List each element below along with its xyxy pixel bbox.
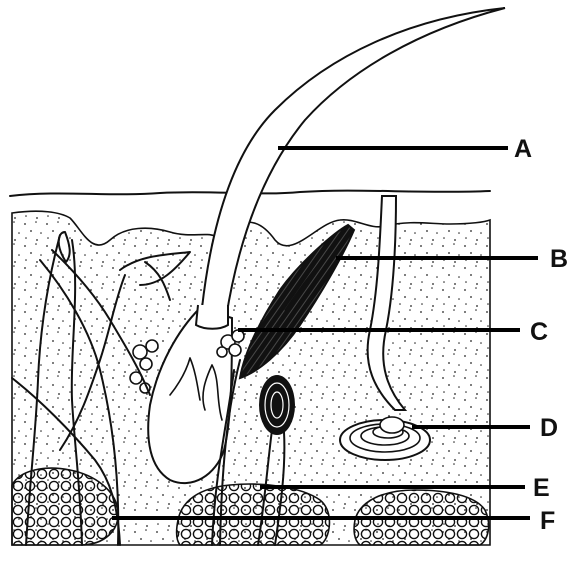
label-a: A bbox=[514, 135, 532, 163]
label-b: B bbox=[550, 245, 568, 273]
label-d: D bbox=[540, 414, 558, 442]
label-e: E bbox=[533, 474, 550, 502]
label-c: C bbox=[530, 318, 548, 346]
adipose-tissue-middle bbox=[177, 484, 330, 545]
pacinian-corpuscle bbox=[259, 375, 295, 435]
label-f: F bbox=[540, 507, 555, 535]
hair-root bbox=[196, 305, 228, 329]
